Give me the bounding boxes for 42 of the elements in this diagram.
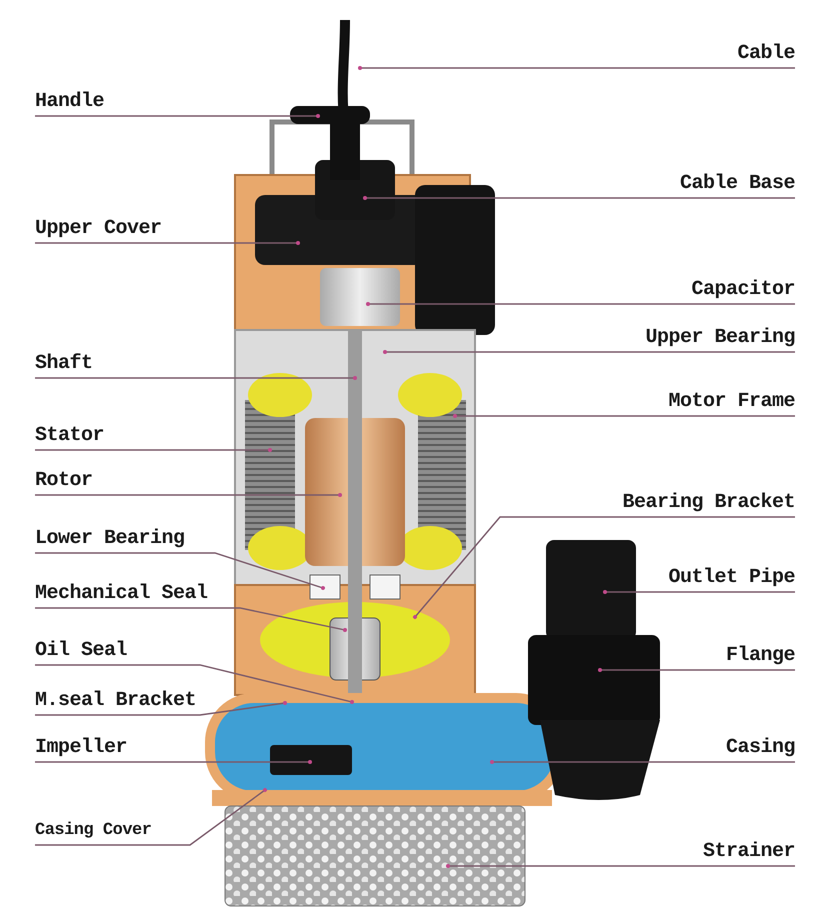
part-label: Upper Bearing — [645, 326, 795, 352]
leader-line — [383, 350, 795, 354]
part-label: Oil Seal — [35, 639, 128, 665]
leader-line — [35, 114, 320, 118]
part-label: M.seal Bracket — [35, 689, 196, 715]
leader-line — [35, 760, 312, 764]
leader-line — [35, 788, 267, 846]
part-label: Casing — [726, 736, 795, 762]
part-label: Handle — [35, 90, 104, 116]
part-label: Flange — [726, 644, 795, 670]
part-label: Cable — [737, 42, 795, 68]
leader-line — [35, 607, 347, 632]
part-label: Cable Base — [680, 172, 795, 198]
leader-line — [35, 552, 325, 590]
part-label: Stator — [35, 424, 104, 450]
leader-line — [35, 376, 357, 380]
part-label: Lower Bearing — [35, 527, 185, 553]
leader-line — [35, 241, 300, 245]
leader-line — [35, 664, 354, 704]
part-label: Casing Cover — [35, 819, 152, 845]
leader-line — [366, 302, 795, 306]
leader-line — [490, 760, 795, 764]
part-label: Impeller — [35, 736, 128, 762]
part-label: Capacitor — [691, 278, 795, 304]
leader-line — [35, 493, 342, 497]
leader-line — [358, 66, 795, 70]
part-label: Mechanical Seal — [35, 582, 208, 608]
leader-line — [598, 668, 795, 672]
leader-line — [363, 196, 795, 200]
part-label: Upper Cover — [35, 217, 162, 243]
part-label: Motor Frame — [668, 390, 795, 416]
leader-line — [35, 701, 287, 716]
leader-line — [453, 414, 795, 418]
leader-line — [603, 590, 795, 594]
part-label: Shaft — [35, 352, 93, 378]
leader-line — [35, 448, 272, 452]
leader-line — [446, 864, 795, 868]
leader-line — [413, 516, 795, 619]
part-label: Rotor — [35, 469, 93, 495]
part-label: Bearing Bracket — [622, 491, 795, 517]
part-label: Strainer — [702, 840, 795, 866]
part-label: Outlet Pipe — [668, 566, 795, 592]
